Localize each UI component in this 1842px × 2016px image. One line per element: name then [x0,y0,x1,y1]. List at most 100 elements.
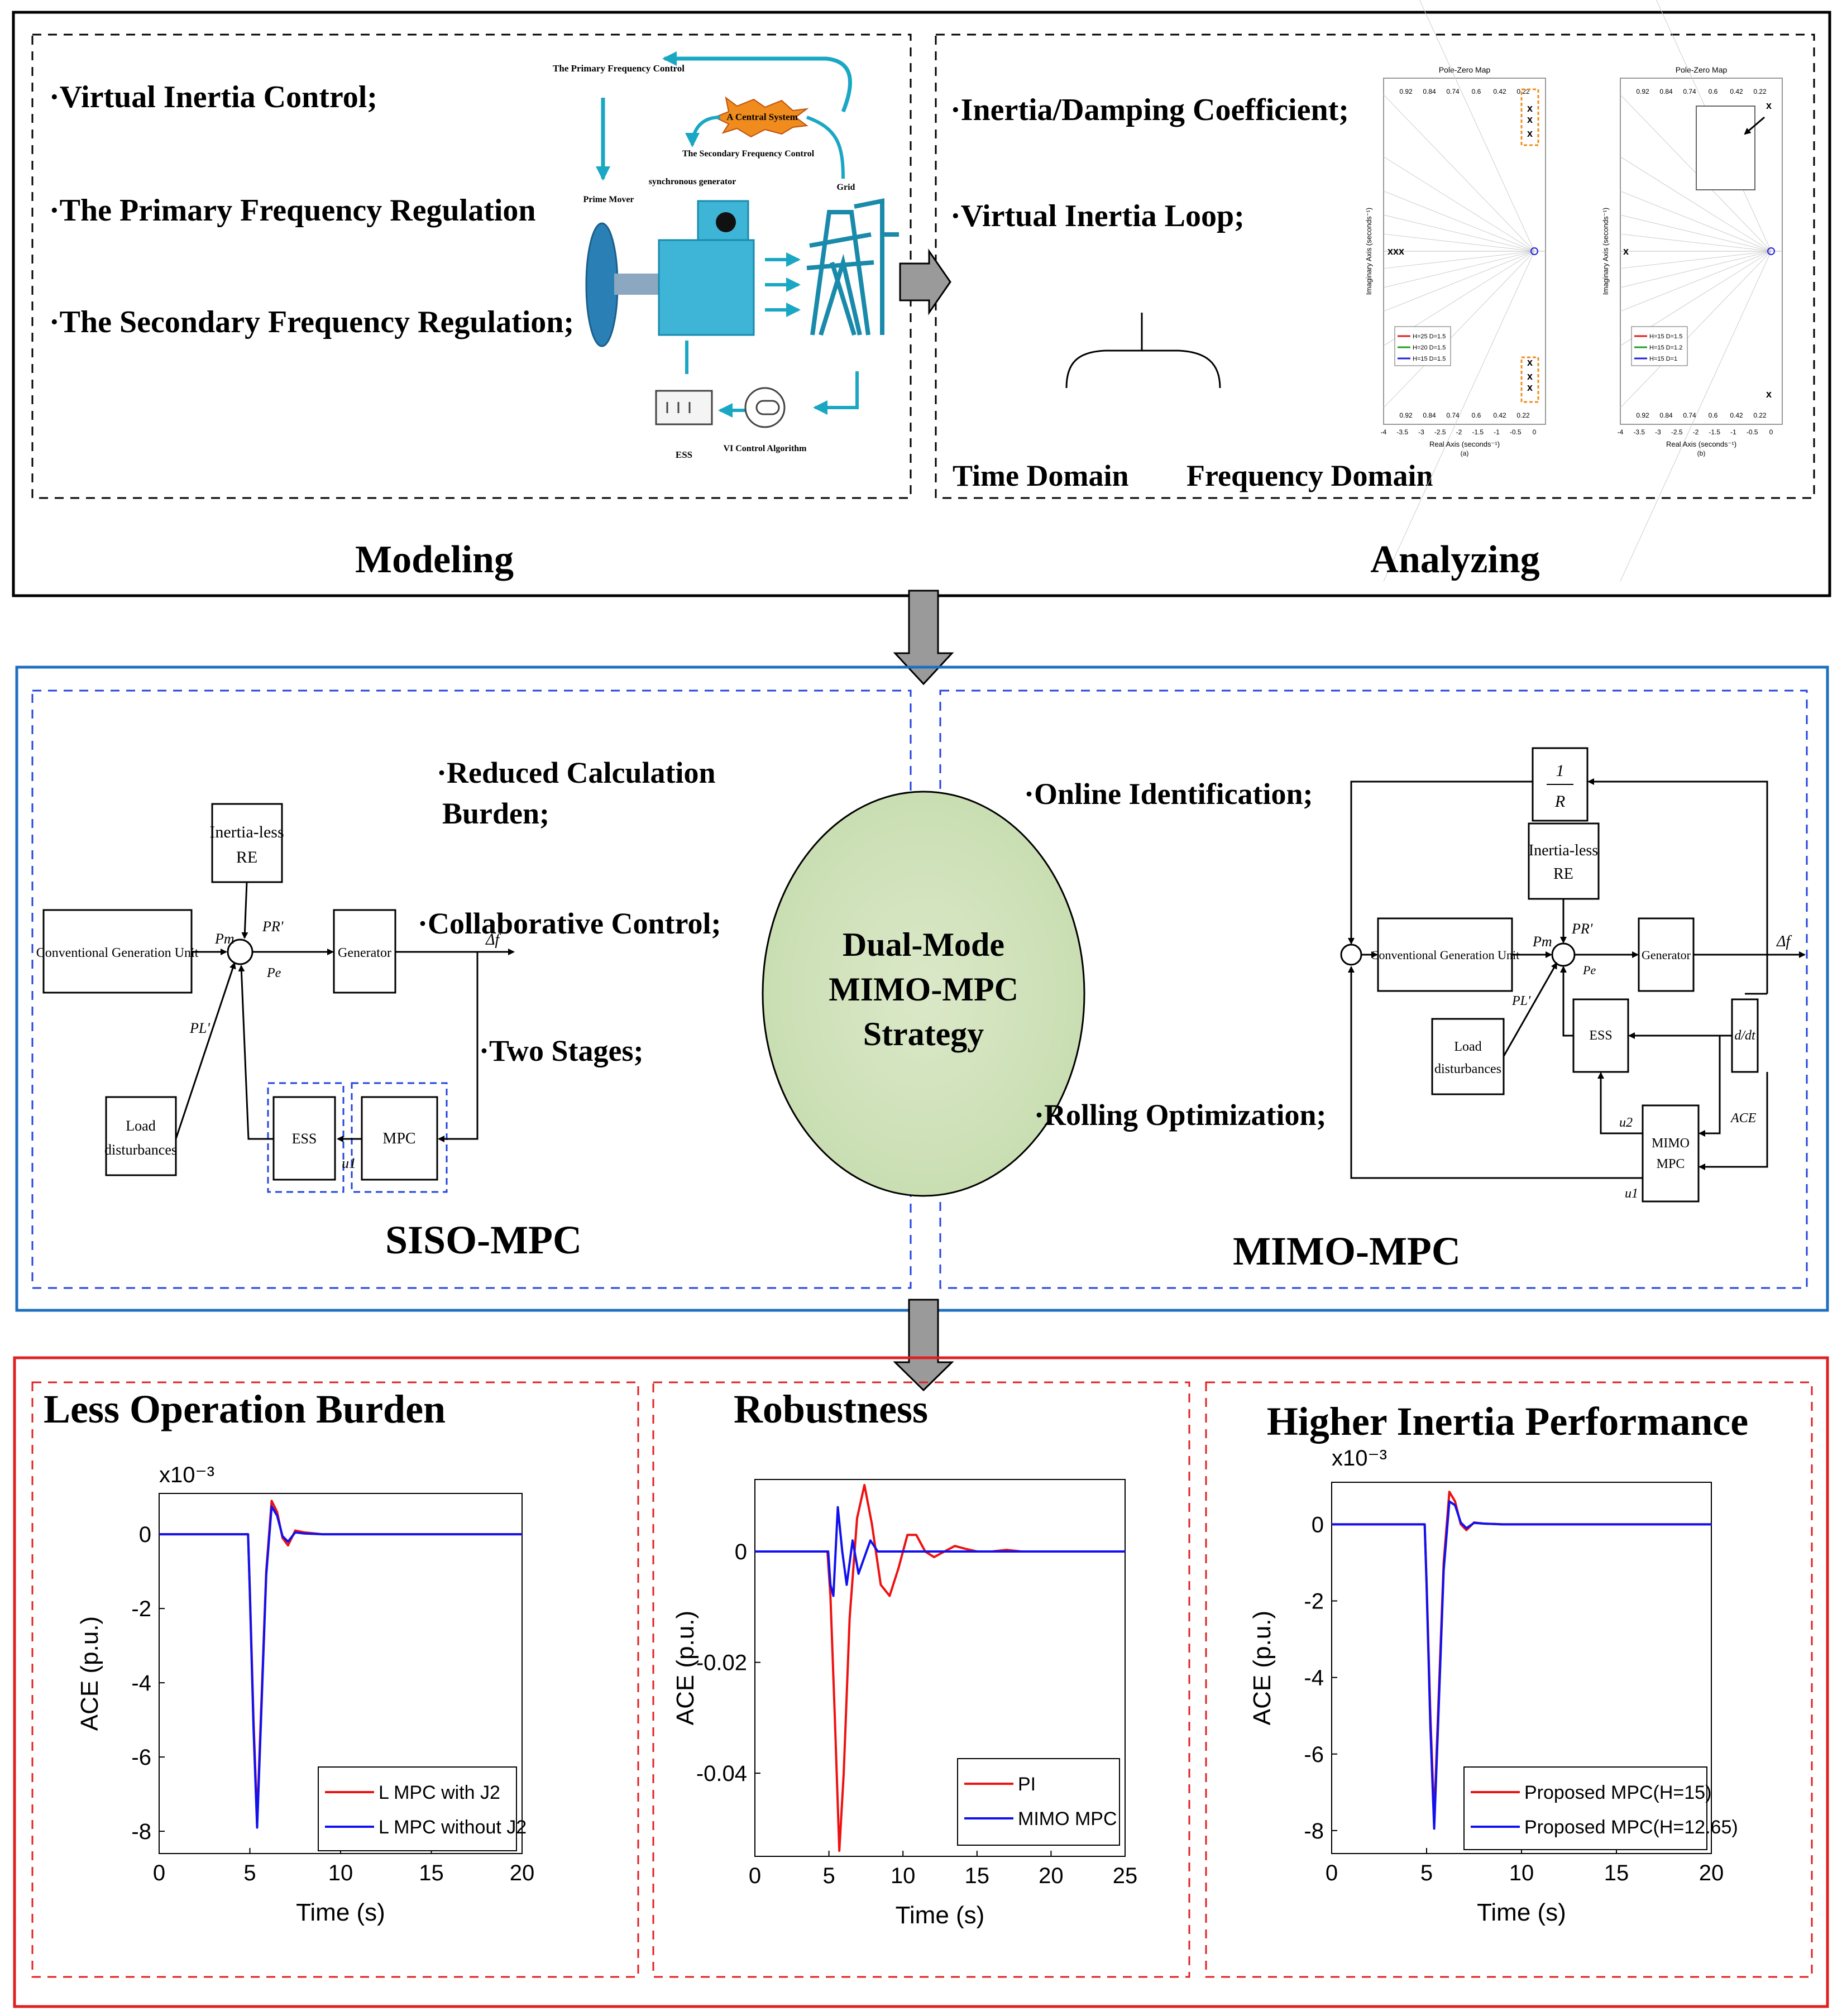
pz-zoom-inset [1696,106,1755,190]
pz-pole-marker: x [1766,389,1772,400]
siso-u1-label: u1 [342,1155,356,1171]
siso-load-label-2: disturbances [104,1142,177,1158]
pz-damping-label: 0.22 [1516,88,1530,95]
pz-zoom-arrow [1744,116,1765,135]
pz-damping-line [1383,214,1535,252]
mimo-conv-label: Conventional Generation Unit [1371,948,1519,962]
x-tick-label: 20 [510,1861,535,1885]
x-tick-label: 0 [1326,1861,1338,1885]
pz-damping-line [1383,156,1535,252]
y-tick-label: -4 [131,1671,151,1696]
x-axis-label: Time (s) [896,1902,985,1929]
legend-box [318,1766,517,1851]
result-title-1: Less Operation Burden [44,1387,446,1431]
series-line-2 [1332,1500,1711,1830]
y-tick-label: -2 [131,1597,151,1621]
mimo-df-label: Δf [1776,933,1792,950]
bottom-section-frame [13,1356,1829,2008]
siso-block-diagram: Inertia-less RE Conventional Generation … [36,803,515,1193]
mimo-re-label-1: Inertia-less [1529,842,1598,859]
ess-cells-icon [666,402,691,413]
x-tick-label: 15 [1604,1861,1629,1885]
pz-tick-label: -2 [1693,428,1699,436]
y-scale-note: x10⁻³ [1332,1446,1387,1471]
pz-legend-label: H=15 D=1.5 [1649,333,1682,340]
shaft-icon [614,274,659,295]
y-tick-label: -8 [1304,1819,1324,1843]
mimo-r-num: 1 [1556,762,1564,780]
pz-ylabel: Imaginary Axis (seconds⁻¹) [1365,208,1373,295]
x-tick-label: 10 [891,1864,916,1888]
mimo-title: MIMO-MPC [1233,1229,1461,1273]
pz-ylabel: Imaginary Axis (seconds⁻¹) [1601,208,1610,295]
pz-tick-label: -3.5 [1396,428,1408,436]
pz-damping-label: 0.84 [1659,411,1673,419]
legend-box [1463,1766,1707,1850]
modeling-title: Modeling [355,538,514,581]
mimo-pr-label: PR' [1571,921,1593,937]
generator-port-icon [716,212,736,232]
ess-icon [655,390,713,425]
pz-damping-line [1383,251,1535,288]
pz-tick-label: -3 [1655,428,1661,436]
down-arrow-2 [893,1299,954,1392]
mimo-pe-label: Pe [1582,963,1596,977]
flow-arrow-4 [806,116,845,179]
siso-pm-label: Pm [214,931,235,947]
siso-bullet-2: Burden; [442,797,549,830]
pz-damping-line [1383,251,1535,582]
siso-pl-label: PL' [189,1020,210,1036]
siso-conv-block [42,909,193,994]
strategy-ellipse [762,791,1085,1197]
x-tick-label: 15 [965,1864,990,1888]
pz-damping-label: 0.6 [1472,88,1481,95]
mimo-sum-node-1 [1340,944,1362,966]
x-axis-label: Time (s) [1477,1899,1566,1926]
x-tick-label: 25 [1113,1864,1138,1888]
mimo-mpc-block [1642,1104,1700,1203]
x-tick-label: 20 [1039,1864,1064,1888]
pz-pole-marker: x [1527,382,1533,393]
result-box-2 [652,1381,1190,1978]
pz-damping-line [1620,251,1772,408]
siso-bullet-3: ·Collaborative Control; [418,907,721,940]
modeling-bullet-2: ·The Primary Frequency Regulation [49,193,536,228]
pz-damping-label: 0.92 [1399,411,1413,419]
x-tick-label: 10 [1509,1861,1534,1885]
siso-bullet-4: ·Two Stages; [479,1034,644,1067]
mimo-bullet-1: ·Online Identification; [1024,777,1313,811]
siso-pr-label: PR' [262,918,284,935]
pz-pole-marker: x [1527,114,1533,125]
siso-bullet-1: ·Reduced Calculation [437,756,716,789]
pz-damping-line [1383,251,1535,408]
pz-pole-marker: x [1527,371,1533,382]
grid-tower-icon [806,198,899,336]
central-system-burst [713,96,809,138]
result-title-2: Robustness [734,1387,928,1431]
siso-title: SISO-MPC [385,1218,582,1262]
pz-tick-label: -2 [1456,428,1462,436]
pz-tick-label: 0 [1769,428,1773,436]
pz-damping-line [1620,251,1772,288]
pz-damping-line [1620,214,1772,252]
series-line-2 [755,1506,1125,1597]
mimo-bullet-2: ·Rolling Optimization; [1034,1098,1327,1132]
frequency-domain-label: Frequency Domain [1186,459,1433,492]
legend-label: Proposed MPC(H=15) [1524,1782,1711,1803]
mimo-gen-block [1638,917,1695,992]
siso-load-block [105,1096,177,1176]
pz-damping-label: 0.22 [1753,88,1767,95]
pz-legend-label: H=15 D=1.2 [1649,344,1682,351]
pz-damping-label: 0.22 [1516,411,1530,419]
siso-pe-label: Pe [266,966,281,980]
analyzing-bullet-1: ·Inertia/Damping Coefficient; [950,93,1349,127]
pz-damping-label: 0.74 [1683,88,1696,95]
mimo-load-label-2: disturbances [1434,1062,1501,1076]
pz-pole-marker: x [1623,246,1629,257]
pz-tick-label: -2.5 [1434,428,1446,436]
mimo-load-block [1431,1018,1505,1095]
siso-re-block [211,803,283,883]
